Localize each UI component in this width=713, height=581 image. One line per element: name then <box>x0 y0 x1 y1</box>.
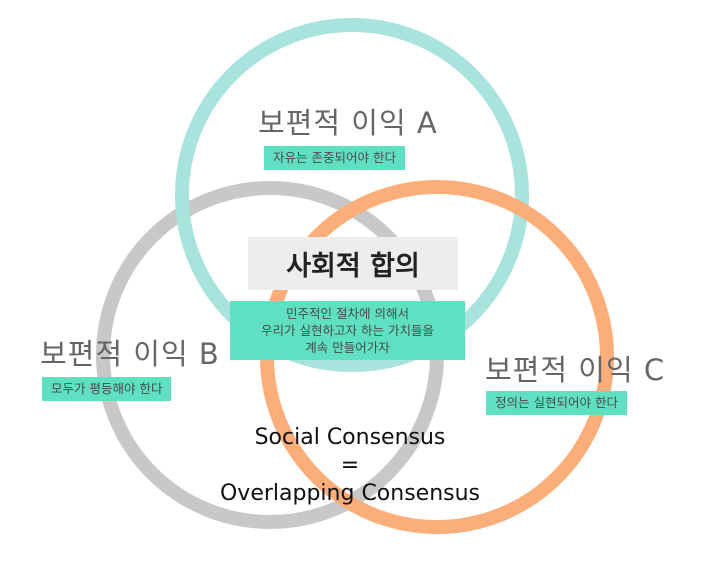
description-line-2: 우리가 실현하고자 하는 가치들을 <box>261 323 434 338</box>
consensus-equation: Social Consensus = Overlapping Consensus <box>200 424 500 508</box>
interest-a-tag: 자유는 존중되어야 한다 <box>264 146 405 170</box>
social-consensus-title: 사회적 합의 <box>248 237 458 290</box>
interest-a-title: 보편적 이익 A <box>258 106 438 140</box>
interest-b-tag: 모두가 평등해야 한다 <box>42 377 172 401</box>
description-line-1: 민주적인 절차에 의해서 <box>286 306 409 321</box>
description-line-3: 계속 만들어가자 <box>305 340 390 355</box>
circle-a <box>175 18 529 372</box>
social-consensus-description: 민주적인 절차에 의해서 우리가 실현하고자 하는 가치들을 계속 만들어가자 <box>230 301 465 360</box>
equation-line-1: Social Consensus <box>254 425 446 450</box>
interest-c-tag: 정의는 실현되어야 한다 <box>486 391 627 415</box>
interest-b-title: 보편적 이익 B <box>40 337 220 371</box>
interest-c-title: 보편적 이익 C <box>485 353 666 387</box>
equation-line-2: = <box>340 453 360 478</box>
equation-line-3: Overlapping Consensus <box>219 481 481 506</box>
